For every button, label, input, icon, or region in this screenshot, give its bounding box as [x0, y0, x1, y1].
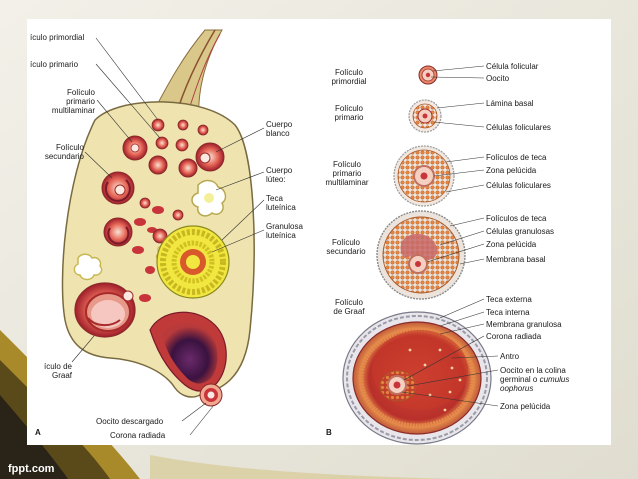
- stage-label-primordial: Folículo primordial: [331, 68, 367, 86]
- stage-label-multilaminar: Folículo primario multilaminar: [325, 160, 369, 187]
- label-celulas-foliculares-1: Células foliculares: [486, 123, 551, 132]
- label-corona-radiada-b: Corona radiada: [486, 332, 542, 341]
- label-celula-folicular: Célula folicular: [486, 62, 539, 71]
- label-granulosa-luteinica: Granulosa luteínica: [266, 222, 303, 240]
- stage-secundario-drawing: [376, 210, 466, 300]
- label-multilaminar-a: Folículo primario multilaminar: [51, 88, 95, 115]
- label-foliculos-teca-2: Folículos de teca: [486, 214, 547, 223]
- label-teca-externa: Teca externa: [486, 295, 532, 304]
- label-teca-interna: Teca interna: [486, 308, 530, 317]
- discharged-oocyte: [199, 383, 223, 407]
- label-zona-pelucida-1: Zona pelúcida: [486, 166, 537, 175]
- label-celulas-granulosas: Células granulosas: [486, 227, 555, 236]
- label-zona-pelucida-3: Zona pelúcida: [500, 402, 551, 411]
- label-primario-a: ículo primario: [30, 60, 79, 69]
- stage-label-secundario: Folículo secundario: [326, 238, 366, 256]
- label-cumulus-text: cumulus oophorus: [500, 375, 570, 393]
- stage-graaf-drawing: [342, 311, 492, 445]
- stage-multilaminar-drawing: [393, 145, 455, 207]
- label-zona-pelucida-2: Zona pelúcida: [486, 240, 537, 249]
- stage-primario-drawing: [408, 99, 442, 133]
- panel-letter-a: A: [35, 428, 41, 437]
- label-secundario-a: Folículo secundario: [44, 143, 84, 161]
- label-antro: Antro: [500, 352, 520, 361]
- panel-letter-b: B: [326, 428, 332, 437]
- label-cuerpo-luteo: Cuerpo lúteo:: [266, 166, 293, 184]
- label-primordial-a: ículo primordial: [30, 33, 85, 42]
- label-teca-luteinica: Teca luteínica: [266, 194, 296, 212]
- follicle-stages: [342, 65, 499, 445]
- stage-primordial-drawing: [418, 65, 438, 85]
- label-membrana-granulosa: Membrana granulosa: [486, 320, 562, 329]
- label-oocito-colina: Oocito en la colina germinal o cumulus o…: [500, 366, 569, 393]
- ruptured-follicle: [149, 311, 227, 392]
- ovary: [61, 29, 265, 436]
- corpus-luteum: [156, 225, 230, 299]
- label-oocito: Oocito: [486, 74, 510, 83]
- label-celulas-foliculares-2: Células foliculares: [486, 181, 551, 190]
- label-cuerpo-blanco: Cuerpo blanco: [266, 120, 293, 138]
- label-foliculos-teca-1: Folículos de teca: [486, 153, 547, 162]
- stage-label-primario: Folículo primario: [334, 104, 364, 122]
- leader-lines-b: [401, 65, 499, 407]
- label-oocito-descargado: Oocito descargado: [96, 417, 164, 426]
- footer-brand: fppt.com: [8, 463, 55, 475]
- label-graaf-a: ículo de Graaf: [43, 362, 72, 380]
- label-oocito-colina-text: Oocito en la colina germinal o: [500, 366, 566, 384]
- graafian-follicle-a: [74, 282, 136, 338]
- label-membrana-basal: Membrana basal: [486, 255, 546, 264]
- leader-lines-a: [71, 37, 265, 436]
- label-corona-radiada-a: Corona radiada: [110, 431, 166, 440]
- label-lamina-basal: Lámina basal: [486, 99, 534, 108]
- stage-label-graaf: Folículo de Graaf: [333, 298, 365, 316]
